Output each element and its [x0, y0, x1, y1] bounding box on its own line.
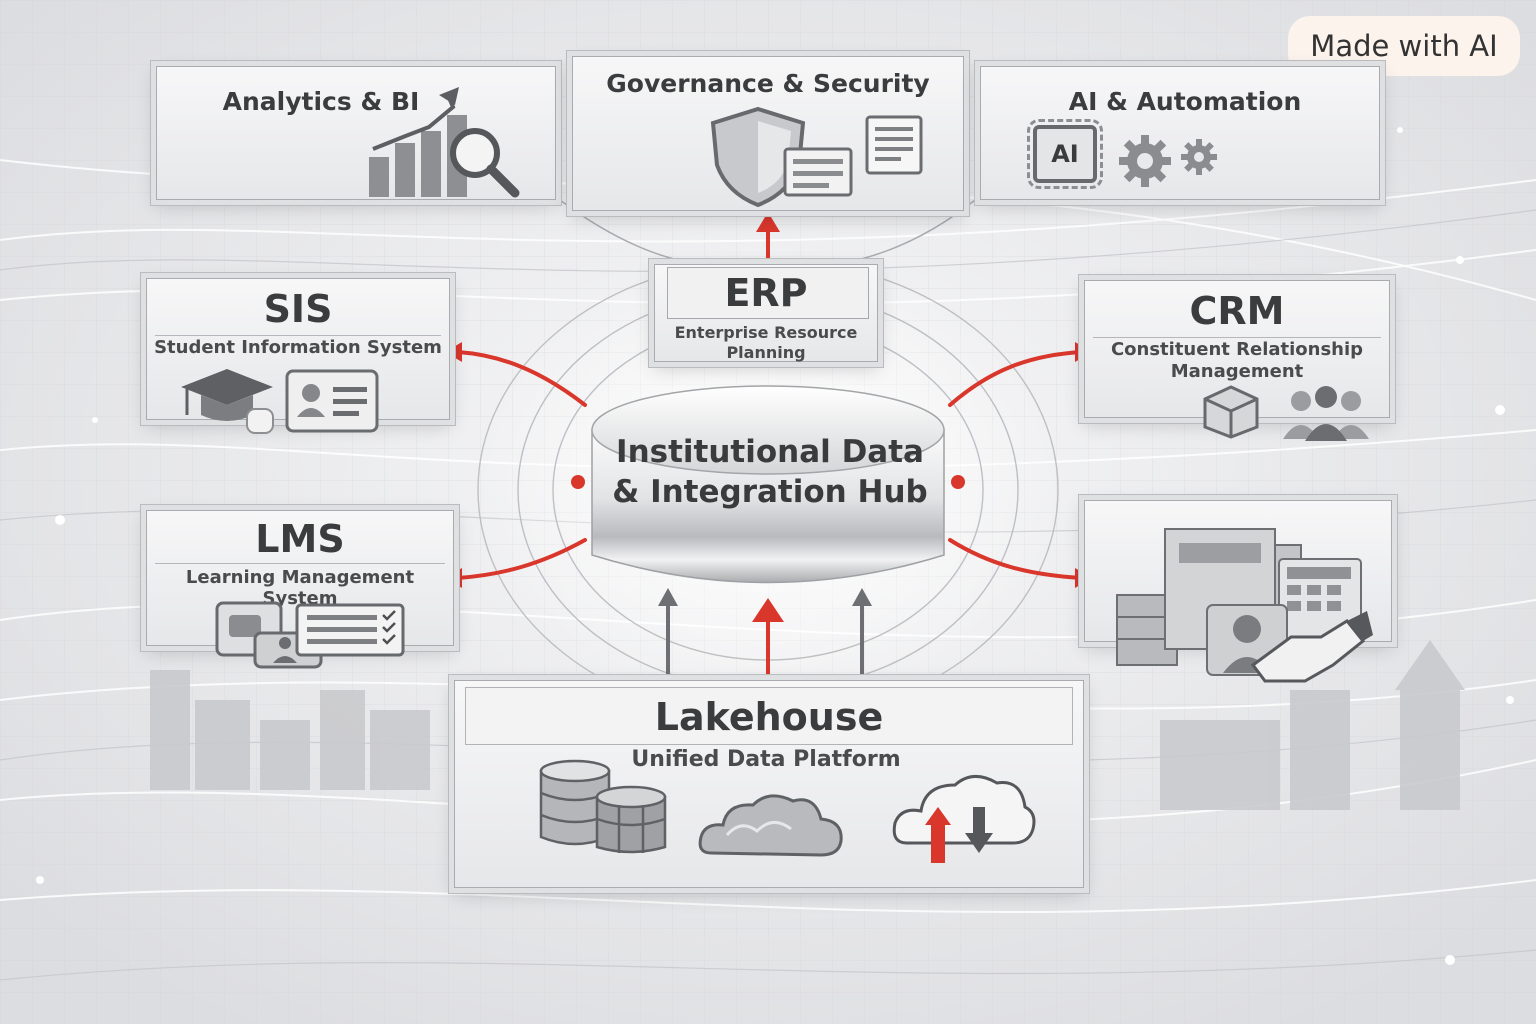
erp-subtitle-line1: Enterprise Resource — [674, 323, 858, 342]
checklist-document-icon — [865, 115, 923, 175]
erp-title: ERP — [724, 271, 808, 315]
governance-security-title: Governance & Security — [606, 69, 930, 98]
lakehouse-title: Lakehouse — [654, 695, 884, 739]
erp-panel[interactable]: ERP Enterprise Resource Planning — [654, 264, 878, 362]
crm-title: CRM — [1189, 289, 1285, 333]
erp-subtitle-line2: Planning — [726, 343, 806, 362]
video-lesson-icon — [215, 601, 405, 669]
people-group-icon — [1283, 386, 1369, 441]
bar-chart-magnifier-icon — [369, 87, 520, 198]
crm-divider — [1093, 337, 1381, 338]
cloud-icon — [698, 794, 843, 857]
analytics-bi-panel[interactable]: Analytics & BI — [156, 66, 556, 200]
hub-label-line1: Institutional Data — [616, 434, 924, 470]
ai-automation-panel[interactable]: AI & Automation AI — [980, 66, 1380, 200]
ai-automation-title: AI & Automation — [1068, 87, 1302, 116]
box-icon — [1203, 385, 1259, 439]
analytics-bi-title: Analytics & BI — [222, 87, 420, 116]
gears-icon — [1119, 135, 1217, 187]
crm-subtitle-line1: Constituent Relationship — [1110, 339, 1364, 360]
lms-panel[interactable]: LMS Learning Management System — [146, 510, 454, 669]
hub-label-line2: & Integration Hub — [612, 474, 928, 510]
id-card-icon — [285, 369, 379, 433]
lms-divider — [155, 563, 445, 564]
document-card-icon — [783, 147, 853, 197]
lakehouse-panel[interactable]: Lakehouse Unified Data Platform — [454, 680, 1084, 888]
operations-panel[interactable] — [1084, 500, 1392, 683]
crm-panel[interactable]: CRM Constituent Relationship Management — [1084, 280, 1390, 441]
lms-title: LMS — [255, 517, 345, 561]
governance-security-panel[interactable]: Governance & Security — [572, 56, 964, 211]
ai-chip-icon: AI — [1027, 119, 1103, 189]
database-icon — [539, 759, 667, 854]
graduation-cap-icon — [181, 369, 274, 434]
erp-title-box — [667, 267, 869, 319]
lakehouse-header-band — [465, 687, 1073, 745]
badge-text: Made with AI — [1310, 29, 1498, 63]
sis-panel[interactable]: SIS Student Information System — [146, 278, 450, 434]
building-handshake-icon — [1116, 528, 1373, 683]
crm-subtitle-line2: Management — [1170, 361, 1304, 382]
ai-chip-label: AI — [1051, 140, 1079, 168]
lakehouse-subtitle: Unified Data Platform — [631, 747, 901, 772]
sis-subtitle: Student Information System — [154, 337, 442, 358]
cloud-sync-icon — [892, 775, 1036, 863]
hub-label[interactable]: Institutional Data & Integration Hub — [590, 432, 950, 512]
shield-icon — [710, 106, 806, 208]
sis-title: SIS — [263, 287, 333, 331]
sis-divider — [155, 335, 441, 336]
